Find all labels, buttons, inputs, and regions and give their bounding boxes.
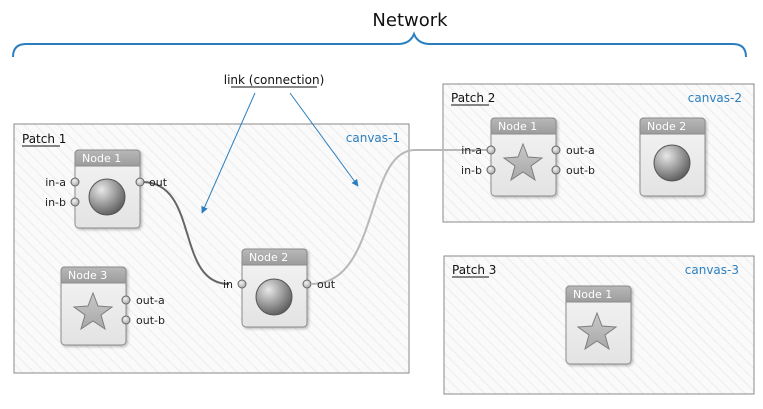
network-brace xyxy=(12,31,747,58)
port-label: out-b xyxy=(566,164,595,177)
node-title: Node 1 xyxy=(573,288,612,301)
port-label: out xyxy=(317,278,336,291)
canvas-label: canvas-1 xyxy=(346,131,400,145)
port-out-a[interactable] xyxy=(121,295,131,305)
port-label: in-b xyxy=(45,196,66,209)
port-in[interactable] xyxy=(237,279,247,289)
link-annotation-label: link (connection) xyxy=(224,73,325,87)
network-title: Network xyxy=(372,10,448,31)
patch-title: Patch 2 xyxy=(451,91,495,105)
port-out[interactable] xyxy=(302,279,312,289)
node-title: Node 1 xyxy=(498,120,537,133)
port-in-a[interactable] xyxy=(70,177,80,187)
node-title: Node 2 xyxy=(647,120,686,133)
annotation-arrow xyxy=(201,92,256,214)
port-label: out-a xyxy=(566,144,595,157)
link-node1-to-node2[interactable] xyxy=(141,181,230,285)
port-label: in xyxy=(223,278,233,291)
annotation-arrow xyxy=(289,92,359,187)
canvas-label: canvas-2 xyxy=(688,91,742,105)
node-patch2-node1[interactable]: Node 1 in-a in-b out-a out-b xyxy=(461,117,595,197)
port-label: in-a xyxy=(45,176,66,189)
port-in-b[interactable] xyxy=(486,165,496,175)
port-label: out-b xyxy=(136,314,165,327)
port-out[interactable] xyxy=(135,177,145,187)
node-title: Node 3 xyxy=(68,269,107,282)
port-out-b[interactable] xyxy=(121,315,131,325)
star-icon xyxy=(576,311,618,351)
star-icon xyxy=(502,142,544,182)
circle-icon xyxy=(255,278,293,316)
node-title: Node 2 xyxy=(249,251,288,264)
link-node2-to-patch2-node1[interactable] xyxy=(311,149,487,285)
star-icon xyxy=(72,291,114,331)
canvas-label: canvas-3 xyxy=(685,263,739,277)
port-in-b[interactable] xyxy=(70,197,80,207)
patch-title: Patch 3 xyxy=(452,263,496,277)
circle-icon xyxy=(653,144,691,182)
port-label: out xyxy=(149,176,168,189)
port-label: out-a xyxy=(136,294,165,307)
node-title: Node 1 xyxy=(82,152,121,165)
node-patch3-node1[interactable]: Node 1 xyxy=(565,285,632,365)
patch-title: Patch 1 xyxy=(22,132,66,146)
node-patch1-node1[interactable]: Node 1 in-a in-b out xyxy=(45,149,168,229)
circle-icon xyxy=(88,178,126,216)
port-out-a[interactable] xyxy=(551,145,561,155)
node-patch2-node2[interactable]: Node 2 xyxy=(639,117,706,197)
node-patch1-node2[interactable]: Node 2 in out xyxy=(223,248,336,328)
port-in-a[interactable] xyxy=(486,145,496,155)
port-out-b[interactable] xyxy=(551,165,561,175)
port-label: in-b xyxy=(461,164,482,177)
port-label: in-a xyxy=(461,144,482,157)
node-patch1-node3[interactable]: Node 3 out-a out-b xyxy=(60,266,165,346)
